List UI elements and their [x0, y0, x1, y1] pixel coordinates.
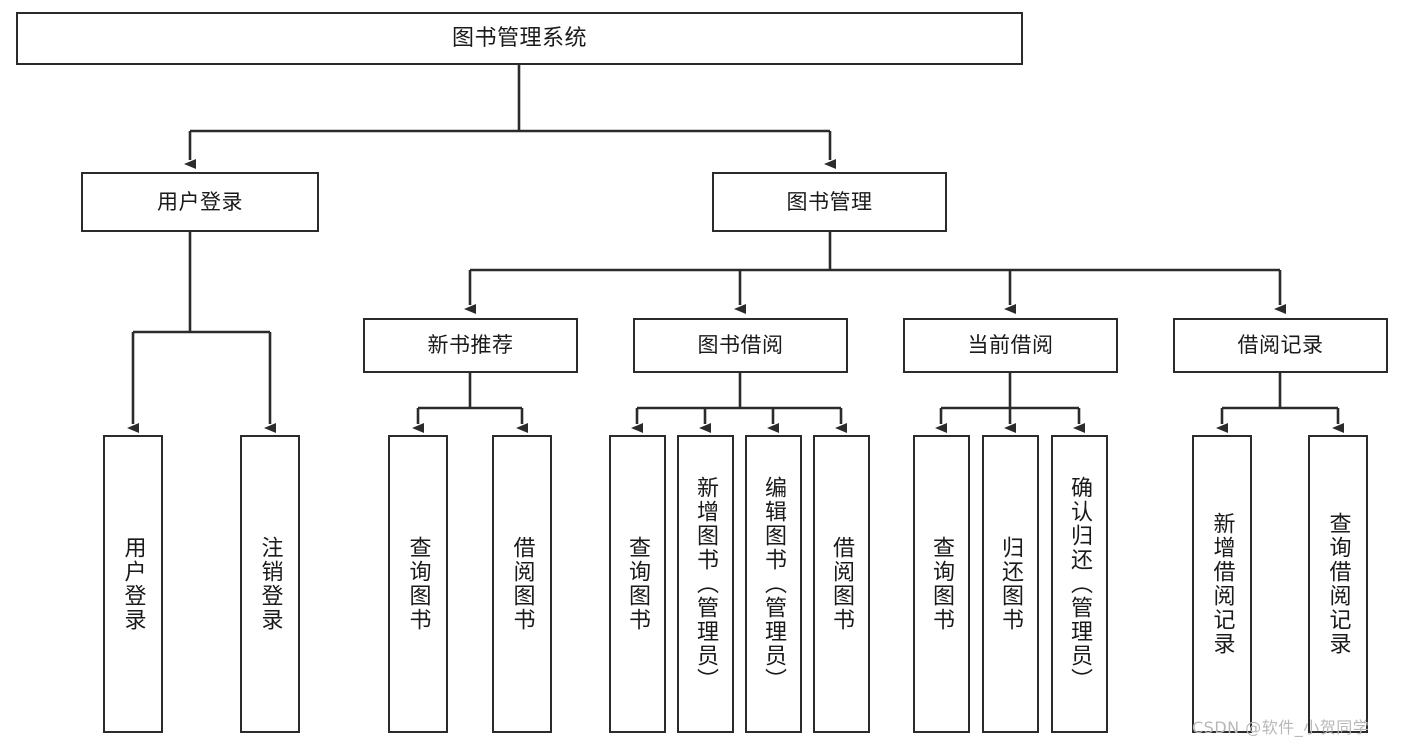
node-label: 确认归还（管理员） — [1067, 476, 1093, 692]
node-label: 图书管理 — [786, 189, 873, 214]
node-leaf-add-borrow-record[interactable]: 新增借阅记录 — [1192, 435, 1252, 733]
node-new-book-recommend[interactable]: 新书推荐 — [363, 318, 578, 373]
node-label: 图书管理系统 — [451, 25, 587, 51]
node-leaf-logout[interactable]: 注销登录 — [240, 435, 300, 733]
node-leaf-borrow-book[interactable]: 借阅图书 — [813, 435, 870, 733]
node-leaf-borrow-book-recommend[interactable]: 借阅图书 — [492, 435, 552, 733]
node-leaf-confirm-return-admin[interactable]: 确认归还（管理员） — [1051, 435, 1108, 733]
node-label: 借阅记录 — [1237, 333, 1324, 358]
node-label: 归还图书 — [998, 536, 1024, 632]
node-book-borrow[interactable]: 图书借阅 — [633, 318, 848, 373]
node-leaf-query-book-current[interactable]: 查询图书 — [913, 435, 970, 733]
node-user-login[interactable]: 用户登录 — [81, 172, 319, 232]
node-label: 编辑图书（管理员） — [761, 476, 787, 692]
node-root-book-management-system[interactable]: 图书管理系统 — [16, 12, 1023, 65]
node-label: 借阅图书 — [829, 536, 855, 632]
node-label: 查询图书 — [625, 536, 651, 632]
node-label: 查询图书 — [929, 536, 955, 632]
node-label: 注销登录 — [257, 536, 283, 632]
node-leaf-add-book-admin[interactable]: 新增图书（管理员） — [677, 435, 734, 733]
node-label: 借阅图书 — [509, 536, 535, 632]
node-leaf-query-book-borrow[interactable]: 查询图书 — [609, 435, 666, 733]
node-leaf-edit-book-admin[interactable]: 编辑图书（管理员） — [745, 435, 802, 733]
node-label: 查询图书 — [405, 536, 431, 632]
node-label: 用户登录 — [120, 536, 146, 632]
node-leaf-query-book-recommend[interactable]: 查询图书 — [388, 435, 448, 733]
node-leaf-return-book[interactable]: 归还图书 — [982, 435, 1039, 733]
node-label: 用户登录 — [157, 189, 243, 214]
node-book-management[interactable]: 图书管理 — [712, 172, 947, 232]
node-borrow-record[interactable]: 借阅记录 — [1173, 318, 1388, 373]
node-leaf-user-login[interactable]: 用户登录 — [103, 435, 163, 733]
node-label: 图书借阅 — [697, 333, 784, 358]
node-label: 新书推荐 — [427, 333, 514, 358]
node-label: 新增借阅记录 — [1209, 512, 1235, 656]
node-label: 当前借阅 — [967, 333, 1054, 358]
node-leaf-query-borrow-record[interactable]: 查询借阅记录 — [1308, 435, 1368, 733]
node-current-borrow[interactable]: 当前借阅 — [903, 318, 1118, 373]
node-label: 查询借阅记录 — [1325, 512, 1351, 656]
node-label: 新增图书（管理员） — [693, 476, 719, 692]
